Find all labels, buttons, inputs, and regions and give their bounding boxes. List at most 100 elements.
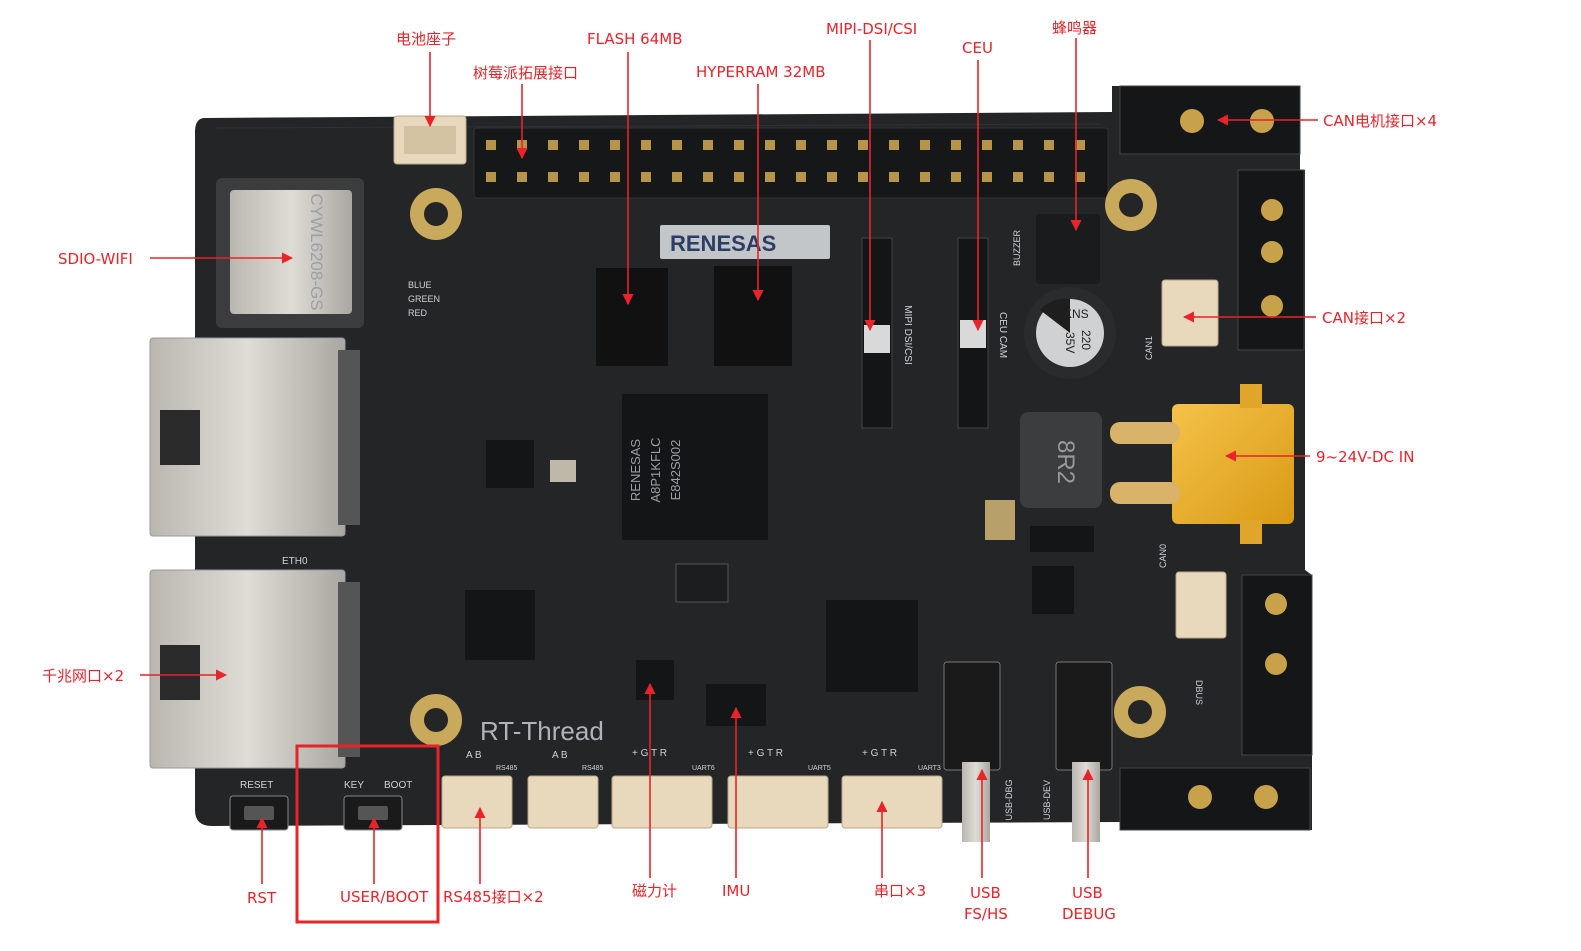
header-pin (982, 140, 992, 150)
ceu-fpc-connector: CEU CAM (957, 237, 1008, 429)
label-ethernet: 千兆网口×2 (42, 667, 124, 685)
header-pin (548, 172, 558, 182)
rs485-ab-silk-2: A B (552, 750, 568, 761)
wifi-module: CYWL6208-GS (216, 178, 364, 328)
mcu-marking-3: E842S002 (668, 440, 683, 501)
header-pin (858, 172, 868, 182)
header-pin (889, 172, 899, 182)
electrolytic-capacitor: KNS 220 35V (1024, 287, 1116, 379)
header-pin (1044, 172, 1054, 182)
ic-ethphy-1 (486, 440, 534, 488)
header-pin (920, 172, 930, 182)
header-pin (1075, 172, 1085, 182)
header-pin (796, 140, 806, 150)
header-pin (517, 172, 527, 182)
rs485-silk-1: RS485 (496, 765, 518, 772)
led-red-silk: RED (408, 308, 428, 318)
inductor: 8R2 (1020, 412, 1102, 508)
header-pin (920, 140, 930, 150)
uart5-connector: + G T R UART5 (727, 748, 831, 829)
annotation-labels: 电池座子 树莓派拓展接口 FLASH 64MB HYPERRAM 32MB MI… (42, 19, 1437, 923)
reset-button: RESET (229, 780, 289, 831)
led-green-silk: GREEN (408, 294, 440, 304)
label-usb-debug-line1: USB (1072, 884, 1103, 902)
boot-silk: BOOT (384, 780, 412, 791)
label-flash: FLASH 64MB (587, 30, 682, 48)
label-sdio-wifi: SDIO-WIFI (58, 250, 133, 268)
header-pin (858, 140, 868, 150)
mipi-silk: MIPI DSI/CSI (902, 305, 913, 364)
ethernet-jack-top (149, 337, 360, 537)
header-pin (703, 140, 713, 150)
usb-dev-silk: USB-DEV (1042, 780, 1052, 820)
label-battery: 电池座子 (396, 30, 456, 48)
header-pin (734, 140, 744, 150)
header-pin (951, 140, 961, 150)
tantalum-cap (985, 500, 1015, 540)
ic-usb-hub (826, 600, 918, 692)
header-pin (641, 172, 651, 182)
uart6-silk: UART6 (692, 765, 715, 772)
flash-chip (596, 268, 668, 366)
ceu-silk: CEU CAM (997, 312, 1008, 358)
header-pin (672, 140, 682, 150)
dbus-silk: DBUS (1194, 680, 1204, 705)
mounting-holes (410, 179, 1166, 746)
cap-brand: KNS (1064, 307, 1089, 321)
header-pin (486, 140, 496, 150)
header-pin (486, 172, 496, 182)
uart5-pins-silk: + G T R (748, 748, 783, 759)
hyperram-chip (714, 266, 792, 366)
header-pin (548, 140, 558, 150)
mipi-fpc-connector: MIPI DSI/CSI (861, 237, 913, 429)
dc-in-connector (1110, 384, 1294, 544)
header-pin (579, 140, 589, 150)
label-rs485: RS485接口×2 (443, 888, 544, 906)
label-rst: RST (247, 889, 277, 907)
ethernet-jack-bottom (149, 569, 360, 769)
small-crystal (550, 460, 576, 482)
wifi-module-marking: CYWL6208-GS (307, 193, 326, 310)
header-pin (703, 172, 713, 182)
header-pin (734, 172, 744, 182)
header-pin (827, 172, 837, 182)
header-pin (827, 140, 837, 150)
ic-ethphy-2 (465, 590, 535, 660)
label-user-boot: USER/BOOT (340, 888, 429, 906)
mcu-marking-2: A8P1KFLC (648, 437, 663, 502)
can0-silk: CAN0 (1158, 544, 1168, 568)
key-silk: KEY (344, 780, 364, 791)
header-pin (610, 172, 620, 182)
rs485-ab-silk-1: A B (466, 750, 482, 761)
eth-silk: ETH0 (282, 556, 308, 567)
crystal (675, 563, 729, 603)
label-uart: 串口×3 (874, 882, 926, 900)
inductor-marking: 8R2 (1052, 440, 1079, 484)
can0-connector: CAN0 (1158, 544, 1227, 639)
reset-silk: RESET (240, 780, 273, 791)
mcu-marking-1: RENESAS (628, 439, 643, 501)
header-pin (889, 140, 899, 150)
label-ceu: CEU (962, 39, 993, 57)
cap-voltage: 35V (1063, 332, 1077, 353)
uart3-silk: UART3 (918, 765, 941, 772)
label-imu: IMU (722, 882, 750, 900)
rs485-connector-2: A B RS485 (527, 750, 604, 829)
uart3-connector: + G T R UART3 (841, 748, 943, 829)
header-pin (1044, 140, 1054, 150)
label-buzzer: 蜂鸣器 (1052, 19, 1097, 37)
rt-thread-logo: RT-Thread (480, 716, 604, 746)
user-boot-button: KEY BOOT (343, 780, 412, 831)
usb-dbg-silk: USB-DBG (1004, 779, 1014, 820)
header-pin (1013, 172, 1023, 182)
rs485-silk-2: RS485 (582, 765, 604, 772)
label-usb-fs-line1: USB (970, 884, 1001, 902)
header-pin (641, 140, 651, 150)
highlight-box (295, 744, 440, 924)
led-blue-silk: BLUE (408, 280, 432, 290)
rpi-header (473, 127, 1109, 199)
header-pin (672, 172, 682, 182)
header-pin (1075, 140, 1085, 150)
diode (1030, 526, 1094, 552)
